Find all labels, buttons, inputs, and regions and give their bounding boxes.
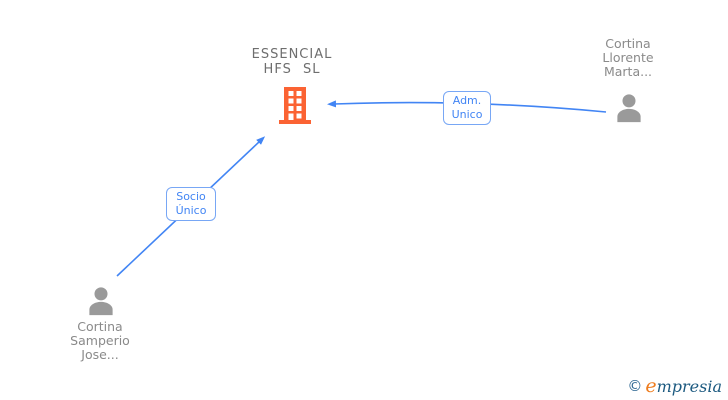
building-icon (279, 87, 311, 124)
edge-label-socio-line2: Único (175, 204, 207, 217)
node-person-left-icon[interactable] (84, 284, 118, 318)
person-left-name-line2: Samperio (70, 333, 130, 348)
edge-label-socio-unico: Socio Único (166, 187, 216, 221)
node-person-right-name[interactable]: Cortina Llorente Marta... (558, 37, 698, 79)
empresia-logo[interactable]: ©empresia (627, 375, 722, 397)
person-left-name-line3: Jose... (81, 347, 119, 362)
node-person-left-name[interactable]: Cortina Samperio Jose... (30, 320, 170, 362)
person-left-name-line1: Cortina (77, 319, 123, 334)
company-name-line1: ESSENCIAL (251, 47, 333, 62)
edge-label-adm-line1: Adm. (452, 94, 482, 107)
person-right-name-line2: Llorente (602, 50, 654, 65)
logo-brand-initial: e (645, 375, 657, 397)
logo-brand-rest: mpresia (656, 377, 722, 396)
person-right-name-line1: Cortina (605, 36, 651, 51)
person-icon (89, 287, 113, 316)
node-company-name[interactable]: ESSENCIAL HFS SL (212, 47, 372, 77)
edge-label-socio-line1: Socio (176, 190, 206, 203)
company-name-line2: HFS SL (263, 62, 321, 77)
edge-label-adm-line2: Unico (451, 108, 483, 121)
person-icon (617, 94, 641, 123)
edge-label-adm-unico: Adm. Unico (443, 91, 491, 125)
node-person-right-icon[interactable] (612, 91, 646, 125)
copyright-icon: © (627, 377, 643, 395)
person-right-name-line3: Marta... (603, 64, 653, 79)
node-company-icon[interactable] (277, 85, 313, 126)
